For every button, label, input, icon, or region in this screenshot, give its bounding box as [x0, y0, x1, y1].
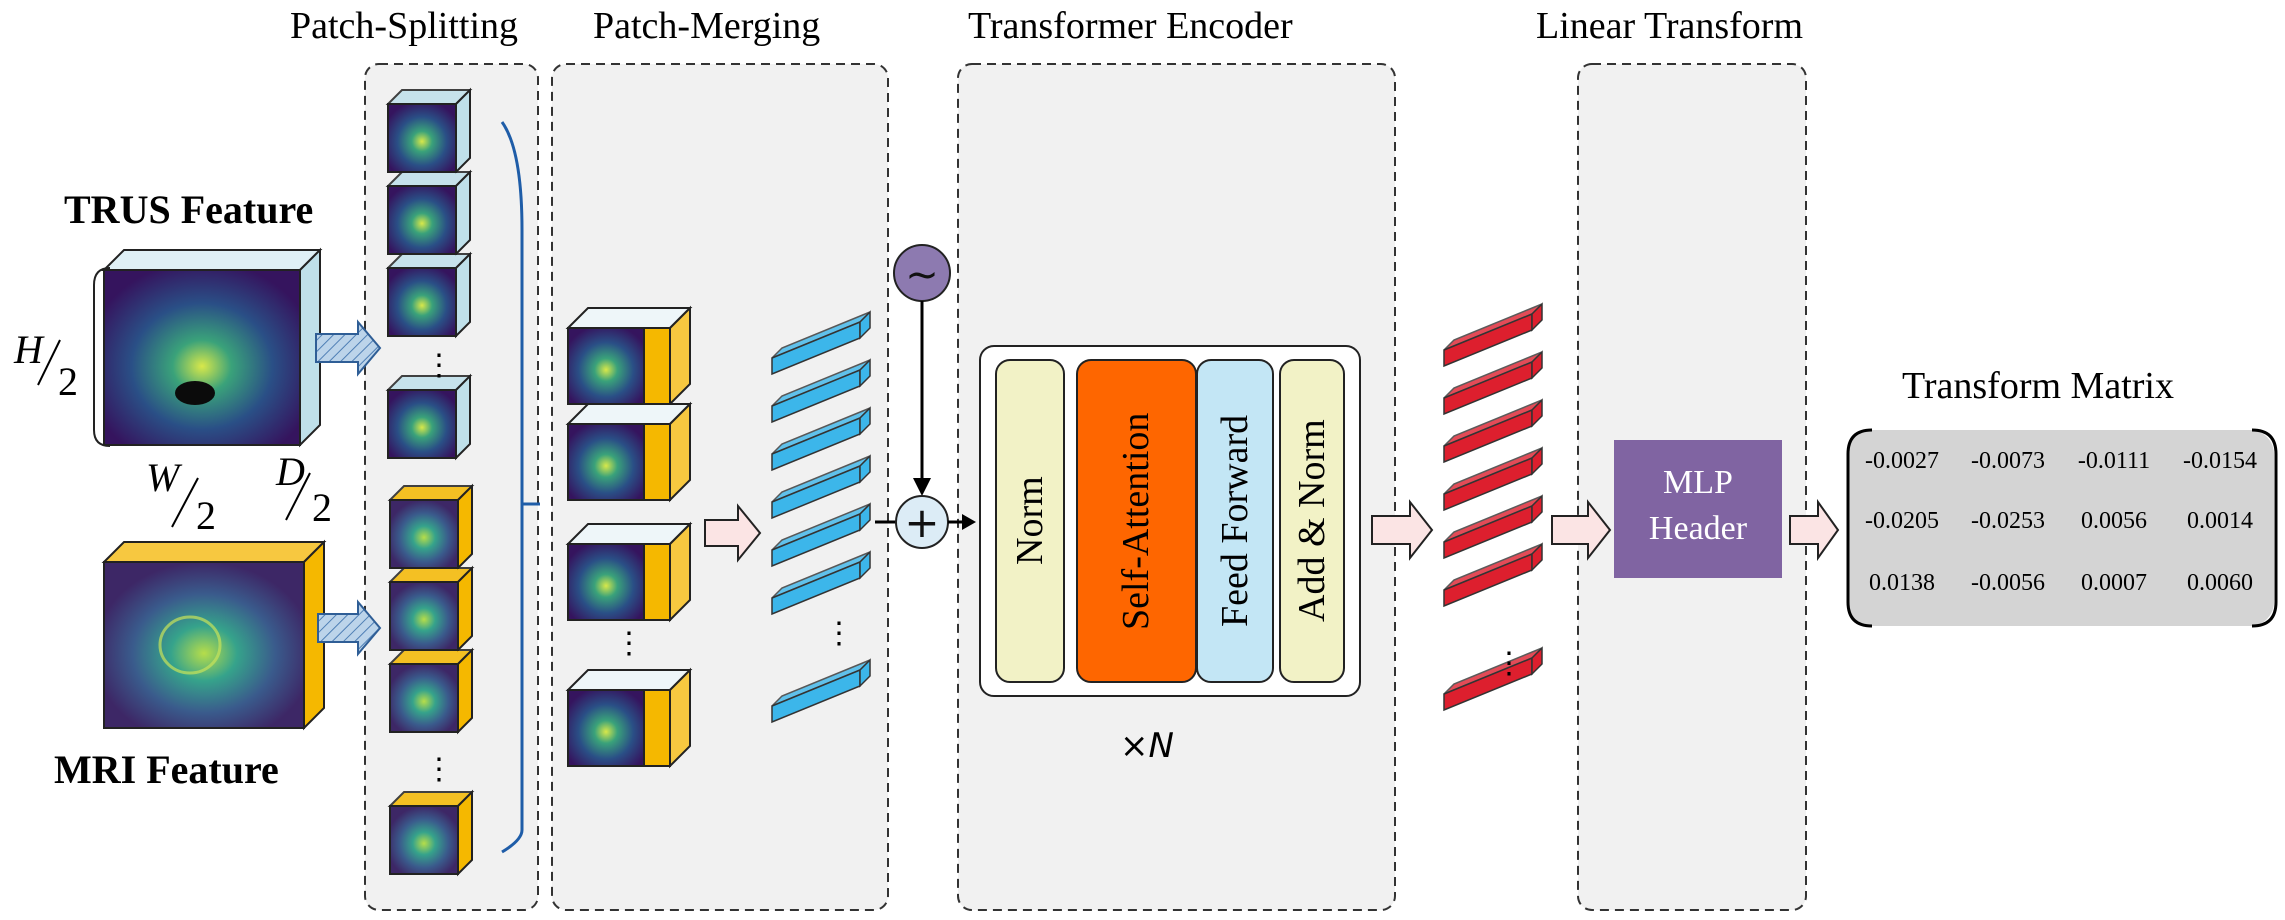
- blue-token: [771, 454, 871, 520]
- matrix-left-bracket: [1846, 428, 1873, 628]
- blue-token: [771, 502, 871, 568]
- matrix-background: [1848, 430, 2274, 626]
- encoder-repeat-prefix: ×: [1120, 726, 1149, 766]
- matrix-cell: 0.0060: [2187, 570, 2253, 596]
- merged-patch: [565, 667, 693, 769]
- split-ellipsis-trus: ⋮: [424, 349, 454, 382]
- encoder-attention-label: Self-Attention: [1115, 412, 1157, 630]
- matrix-cell: -0.0205: [1865, 508, 1939, 534]
- mlp-header-block: [1614, 440, 1782, 578]
- blue-token: [771, 358, 871, 424]
- mlp-header-line1: MLP: [1663, 464, 1733, 501]
- dim-w-slash: [171, 477, 199, 528]
- encoder-repeat-var: N: [1148, 726, 1174, 766]
- section-title-patch-splitting: Patch-Splitting: [290, 5, 518, 47]
- mri-feature-label: MRI Feature: [54, 747, 279, 792]
- split-cubes: [385, 87, 475, 877]
- red-token: [1443, 302, 1543, 368]
- blue-token: [771, 406, 871, 472]
- section-title-transformer-encoder: Transformer Encoder: [968, 5, 1293, 47]
- red-token: [1443, 350, 1543, 416]
- encoder-feedforward-block: [1196, 359, 1274, 683]
- dim-d-slash: [285, 472, 311, 521]
- merged-patch: [565, 521, 693, 623]
- arrow-encoder-to-tokens: [1371, 499, 1434, 561]
- split-patch-trus: [385, 169, 473, 257]
- matrix-cell: 0.0138: [1869, 570, 1935, 596]
- dim-d-divisor: 2: [312, 485, 332, 530]
- split-patch-mri: [387, 565, 475, 653]
- dim-h-divisor: 2: [58, 359, 78, 404]
- matrix-cell: 0.0007: [2081, 570, 2147, 596]
- matrix-right-bracket: [2251, 428, 2278, 628]
- encoder-norm-block: [995, 359, 1065, 683]
- hatched-arrow-trus: [315, 319, 382, 377]
- arrow-head-pos-to-plus: [913, 478, 931, 496]
- arrow-to-tokens: [704, 503, 762, 563]
- red-token: [1443, 542, 1543, 608]
- blue-token-ellipsis: ⋮: [824, 617, 854, 650]
- encoder-addnorm-label: Add & Norm: [1291, 419, 1333, 623]
- red-token: [1443, 398, 1543, 464]
- matrix-cell: -0.0253: [1971, 508, 2045, 534]
- matrix-cell: 0.0014: [2187, 508, 2253, 534]
- matrix-cell: -0.0154: [2183, 448, 2257, 474]
- height-bracket: [93, 267, 111, 447]
- split-patch-trus: [385, 87, 473, 175]
- red-token-sequence: [1443, 302, 1543, 712]
- arrow-mlp-to-matrix: [1789, 498, 1840, 562]
- mri-feature-cube: [101, 539, 327, 731]
- dim-w-divisor: 2: [196, 493, 216, 538]
- section-title-transform-matrix: Transform Matrix: [1902, 365, 2174, 407]
- dim-d-label: D: [276, 449, 305, 494]
- split-brace: [500, 121, 524, 854]
- red-token: [1443, 446, 1543, 512]
- red-token-ellipsis: ⋮: [1494, 647, 1524, 680]
- merged-patch: [565, 305, 693, 407]
- encoder-norm-label: Norm: [1009, 476, 1051, 566]
- red-token: [1443, 494, 1543, 560]
- add-symbol: +: [904, 498, 939, 547]
- dim-h-slash: [37, 339, 61, 386]
- merge-ellipsis: ⋮: [614, 627, 644, 660]
- split-patch-mri: [387, 789, 475, 877]
- blue-token: [771, 550, 871, 616]
- split-patch-trus: [385, 251, 473, 339]
- blue-token-sequence: [771, 310, 871, 724]
- trus-feature-label: TRUS Feature: [64, 187, 314, 232]
- encoder-repeat-label: ×N: [1120, 726, 1174, 766]
- red-token: [1443, 646, 1543, 712]
- blue-token: [771, 310, 871, 376]
- section-title-linear-transform: Linear Transform: [1536, 5, 1804, 47]
- matrix-cell: -0.0056: [1971, 570, 2045, 596]
- matrix-cell: -0.0111: [2077, 448, 2151, 474]
- split-ellipsis-mri: ⋮: [424, 753, 454, 786]
- matrix-cell: -0.0027: [1865, 448, 1939, 474]
- dim-h-label: H: [14, 327, 43, 372]
- merged-patch: [565, 401, 693, 503]
- dim-w-label: W: [146, 455, 180, 500]
- section-title-patch-merging: Patch-Merging: [593, 5, 821, 47]
- trus-feature-cube: [101, 247, 323, 448]
- split-patch-mri: [387, 647, 475, 735]
- merge-cubes: [565, 305, 693, 769]
- split-patch-mri: [387, 483, 475, 571]
- mlp-header-line2: Header: [1648, 510, 1748, 547]
- matrix-cell: 0.0056: [2081, 508, 2147, 534]
- split-patch-trus: [385, 373, 473, 461]
- positional-encoding-symbol: ~: [905, 252, 939, 298]
- arrow-head-plus-to-encoder: [962, 514, 976, 530]
- blue-token: [771, 658, 871, 724]
- encoder-feedforward-label: Feed Forward: [1214, 414, 1256, 628]
- encoder-addnorm-block: [1279, 359, 1345, 683]
- arrow-tokens-to-mlp: [1551, 499, 1612, 561]
- hatched-arrow-mri: [317, 599, 382, 657]
- matrix-cell: -0.0073: [1971, 448, 2045, 474]
